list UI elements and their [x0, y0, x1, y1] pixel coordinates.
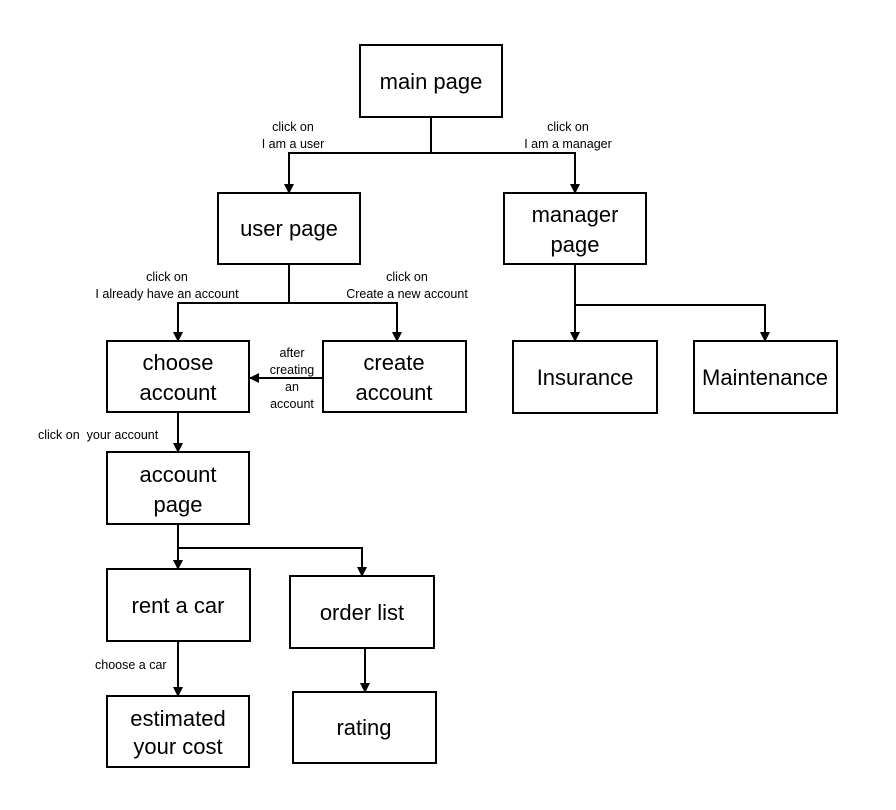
edge-label-line: click on	[146, 270, 188, 284]
svg-text:main page: main page	[380, 69, 483, 94]
node-rent-a-car: rent a car	[106, 568, 251, 642]
node-maintenance: Maintenance	[693, 340, 838, 414]
edge-label-line: click on	[272, 120, 314, 134]
node-label: account	[139, 380, 216, 405]
edge-label-line: click on	[386, 270, 428, 284]
svg-text:after: after	[279, 346, 304, 360]
node-label: main page	[380, 69, 483, 94]
node-account-page: account page	[106, 451, 250, 525]
svg-text:I am a manager: I am a manager	[524, 137, 612, 151]
edge-label-to-estimated: choose a car	[95, 658, 167, 672]
node-label: rent a car	[132, 593, 225, 618]
svg-text:account: account	[355, 380, 432, 405]
svg-text:estimated: estimated	[130, 706, 225, 731]
node-label: estimated	[130, 706, 225, 731]
svg-text:rating: rating	[336, 715, 391, 740]
edge-label-line: I am a manager	[524, 137, 612, 151]
svg-text:order list: order list	[320, 600, 404, 625]
node-label: your cost	[133, 734, 222, 759]
svg-text:create: create	[363, 350, 424, 375]
svg-text:click on your account: click on your account	[38, 428, 159, 442]
svg-text:page: page	[154, 492, 203, 517]
svg-text:account: account	[270, 397, 314, 411]
node-label: choose	[143, 350, 214, 375]
svg-text:an: an	[285, 380, 299, 394]
svg-text:choose a car: choose a car	[95, 658, 167, 672]
node-label: page	[154, 492, 203, 517]
node-order-list: order list	[289, 575, 435, 649]
node-label: Insurance	[537, 365, 634, 390]
edge-label-line: account	[270, 397, 314, 411]
svg-text:manager: manager	[532, 202, 619, 227]
node-create-account: create account	[322, 340, 467, 413]
edge-label-line: I am a user	[262, 137, 325, 151]
edge-main-to-manager	[431, 152, 580, 194]
edge-account-to-order	[178, 547, 367, 577]
edge-label-line: creating	[270, 363, 315, 377]
node-main-page: main page	[359, 44, 503, 118]
svg-text:click on: click on	[547, 120, 589, 134]
edge-label-line: I already have an account	[95, 287, 239, 301]
node-label: create	[363, 350, 424, 375]
node-label: rating	[336, 715, 391, 740]
node-insurance: Insurance	[512, 340, 658, 414]
node-rating: rating	[292, 691, 437, 764]
node-label: page	[551, 232, 600, 257]
node-label: Maintenance	[702, 365, 828, 390]
node-label: user page	[240, 216, 338, 241]
svg-text:Maintenance: Maintenance	[702, 365, 828, 390]
svg-text:Insurance: Insurance	[537, 365, 634, 390]
svg-text:click on: click on	[272, 120, 314, 134]
svg-text:creating: creating	[270, 363, 315, 377]
svg-text:rent a car: rent a car	[132, 593, 225, 618]
edge-label-after-create: after creating an account	[270, 346, 315, 411]
svg-text:your cost: your cost	[133, 734, 222, 759]
svg-text:account: account	[139, 462, 216, 487]
svg-text:click on: click on	[146, 270, 188, 284]
node-manager-page: manager page	[503, 192, 647, 265]
edge-label-to-account-page: click on your account	[38, 428, 159, 442]
edge-label-line: an	[285, 380, 299, 394]
svg-text:account: account	[139, 380, 216, 405]
svg-text:user page: user page	[240, 216, 338, 241]
edge-label-to-manager: click on I am a manager	[524, 120, 612, 151]
edge-main-to-user	[284, 152, 431, 194]
node-estimated-cost: estimated your cost	[106, 695, 250, 768]
svg-text:Create a new account: Create a new account	[346, 287, 468, 301]
edge-label-to-user: click on I am a user	[262, 120, 325, 151]
svg-text:I am a user: I am a user	[262, 137, 325, 151]
edge-label-line: choose a car	[95, 658, 167, 672]
node-choose-account: choose account	[106, 340, 250, 413]
edges	[173, 117, 770, 697]
node-label: manager	[532, 202, 619, 227]
node-label: account	[139, 462, 216, 487]
edge-label-to-create: click on Create a new account	[346, 270, 468, 301]
edge-user-to-create	[289, 302, 402, 342]
edge-user-to-choose	[173, 302, 289, 342]
svg-text:page: page	[551, 232, 600, 257]
edge-label-to-choose: click on I already have an account	[95, 270, 239, 301]
svg-text:choose: choose	[143, 350, 214, 375]
node-label: order list	[320, 600, 404, 625]
edge-label-line: click on	[547, 120, 589, 134]
edge-manager-to-maintenance	[575, 304, 770, 342]
svg-text:click on: click on	[386, 270, 428, 284]
node-label: account	[355, 380, 432, 405]
node-user-page: user page	[217, 192, 361, 265]
svg-text:I already have an account: I already have an account	[95, 287, 239, 301]
edge-label-line: after	[279, 346, 304, 360]
edge-label-line: click on your account	[38, 428, 159, 442]
edge-label-line: Create a new account	[346, 287, 468, 301]
